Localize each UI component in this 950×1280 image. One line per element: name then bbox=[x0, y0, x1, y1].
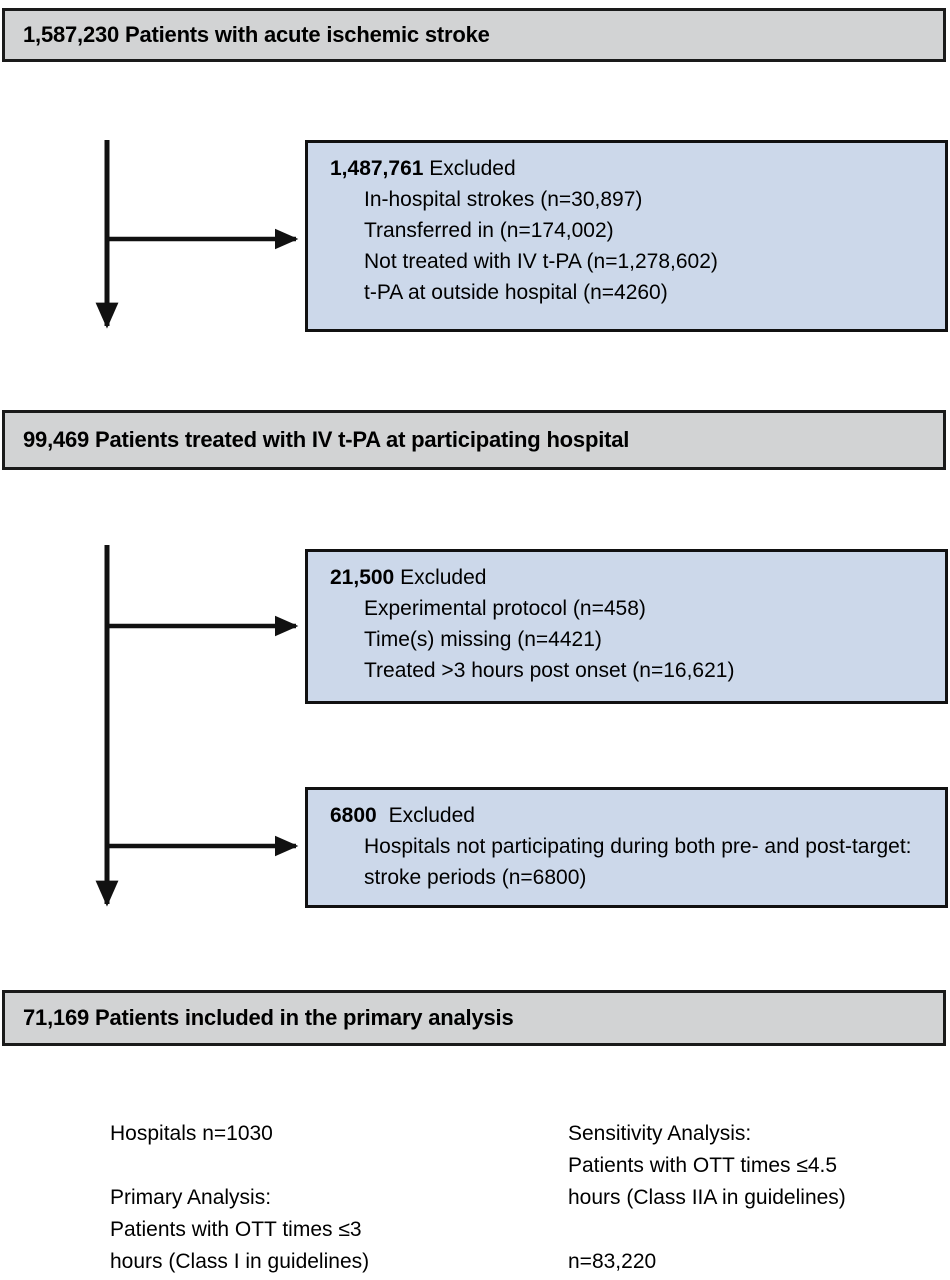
list-item: Not treated with IV t-PA (n=1,278,602) bbox=[364, 250, 718, 273]
exclusion-box-3: 6800 Excluded Hospitals not participatin… bbox=[305, 787, 948, 908]
exclusion-box-2-count: 21,500 bbox=[330, 566, 395, 589]
note-spacer bbox=[568, 1214, 950, 1246]
connector-group-2 bbox=[95, 545, 299, 907]
list-item: Time(s) missing (n=4421) bbox=[364, 628, 602, 651]
list-item: Hospitals not participating during both … bbox=[364, 835, 912, 889]
note-primary-analysis-line-2: hours (Class I in guidelines) bbox=[110, 1250, 370, 1273]
note-primary-analysis-title: Primary Analysis: bbox=[110, 1186, 272, 1209]
exclusion-box-3-reason-list: Hospitals not participating during both … bbox=[330, 831, 945, 893]
exclusion-box-3-word: Excluded bbox=[388, 804, 475, 827]
connector-group-1 bbox=[95, 140, 299, 329]
stage-box-included-patients: 71,169 Patients included in the primary … bbox=[2, 990, 946, 1046]
stage-box-treated-patients: 99,469 Patients treated with IV t-PA at … bbox=[2, 410, 946, 470]
exclusion-box-1-count: 1,487,761 bbox=[330, 157, 424, 180]
note-sensitivity-analysis-title: Sensitivity Analysis: bbox=[568, 1122, 752, 1145]
note-sensitivity-n-value: n=83,220 bbox=[568, 1250, 657, 1273]
notes-right-column: Sensitivity Analysis: Patients with OTT … bbox=[568, 1118, 950, 1278]
stage-box-treated-patients-text: 99,469 Patients treated with IV t-PA at … bbox=[23, 427, 630, 452]
stage-box-total-patients-text: 1,587,230 Patients with acute ischemic s… bbox=[23, 22, 490, 47]
stage-box-included-patients-text: 71,169 Patients included in the primary … bbox=[23, 1005, 514, 1030]
list-item: Treated >3 hours post onset (n=16,621) bbox=[364, 659, 735, 682]
note-sensitivity-analysis-line-1: Patients with OTT times ≤4.5 bbox=[568, 1154, 838, 1177]
exclusion-box-2-word: Excluded bbox=[400, 566, 487, 589]
note-spacer bbox=[110, 1150, 530, 1182]
exclusion-box-1: 1,487,761 Excluded In-hospital strokes (… bbox=[305, 140, 948, 332]
list-item: t-PA at outside hospital (n=4260) bbox=[364, 281, 668, 304]
exclusion-box-3-count: 6800 bbox=[330, 804, 377, 827]
note-hospitals-count: Hospitals n=1030 bbox=[110, 1122, 273, 1145]
exclusion-box-2-heading: 21,500 Excluded bbox=[330, 562, 945, 593]
list-item: Experimental protocol (n=458) bbox=[364, 597, 646, 620]
stage-box-total-patients: 1,587,230 Patients with acute ischemic s… bbox=[2, 8, 946, 62]
exclusion-box-1-word: Excluded bbox=[429, 157, 516, 180]
exclusion-box-1-reason-list: In-hospital strokes (n=30,897) Transferr… bbox=[330, 184, 945, 308]
list-item: In-hospital strokes (n=30,897) bbox=[364, 188, 643, 211]
exclusion-box-2: 21,500 Excluded Experimental protocol (n… bbox=[305, 549, 948, 704]
list-item: Transferred in (n=174,002) bbox=[364, 219, 614, 242]
exclusion-box-3-heading: 6800 Excluded bbox=[330, 800, 945, 831]
exclusion-box-1-heading: 1,487,761 Excluded bbox=[330, 153, 945, 184]
note-primary-analysis-line-1: Patients with OTT times ≤3 bbox=[110, 1218, 362, 1241]
notes-left-column: Hospitals n=1030 Primary Analysis: Patie… bbox=[110, 1118, 530, 1278]
note-sensitivity-analysis-line-2: hours (Class IIA in guidelines) bbox=[568, 1186, 846, 1209]
exclusion-box-2-reason-list: Experimental protocol (n=458) Time(s) mi… bbox=[330, 593, 945, 686]
